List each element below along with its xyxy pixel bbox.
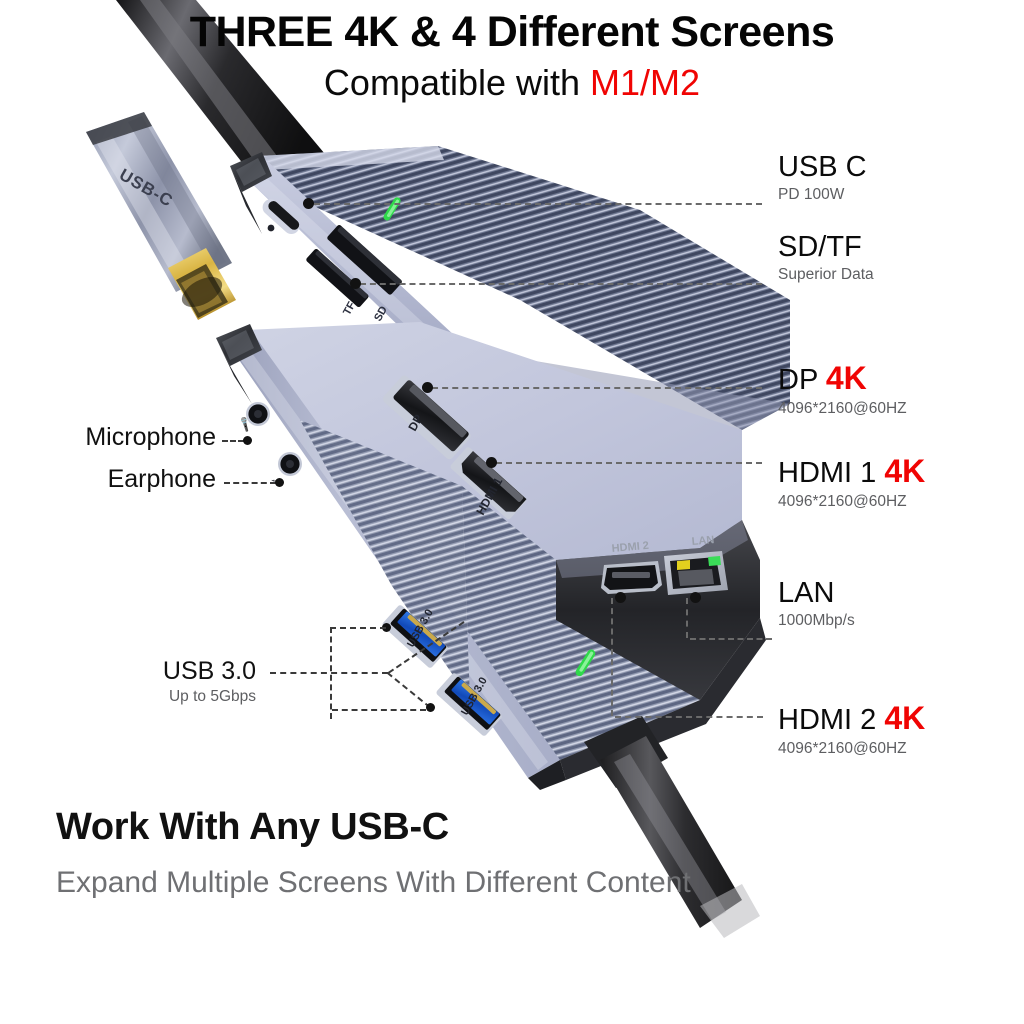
callout-usb-c: USB C PD 100W (778, 152, 867, 205)
hub-lower-body: DP HDMI 1 🎤 ♪ (216, 322, 766, 790)
port-hdmi-1 (450, 447, 527, 520)
callout-sd-tf-title: SD/TF (778, 231, 862, 263)
callout-lan-title: LAN (778, 577, 835, 609)
callout-hdmi-2-name: HDMI 2 (778, 704, 885, 736)
callout-dp-title: DP 4K (778, 360, 907, 396)
callout-microphone-title: Microphone (85, 423, 216, 451)
lan-port-label: LAN (691, 534, 715, 548)
leader-usb30-upper-drop (330, 627, 332, 719)
callout-lan-sub: 1000Mbp/s (778, 612, 855, 630)
port-usb30-a (382, 605, 448, 668)
callout-dp-sub: 4096*2160@60HZ (778, 399, 907, 417)
leader-dot-microphone (243, 436, 252, 445)
port-sd (327, 225, 402, 295)
callout-hdmi-2-sub: 4096*2160@60HZ (778, 739, 907, 757)
leader-usb30-lower-horiz (332, 709, 426, 711)
lan-led-yellow (677, 560, 690, 570)
leader-dot-usb-c (303, 198, 314, 209)
leader-usb-c (314, 203, 762, 205)
callout-dp: DP 4K 4096*2160@60HZ (778, 360, 907, 418)
callout-hdmi-1-sub: 4096*2160@60HZ (778, 492, 907, 510)
leader-usb30-upper-horiz (330, 627, 386, 629)
led-indicator-bottom (575, 649, 596, 677)
subheadline-prefix: Compatible with (323, 62, 591, 103)
leader-sd-tf (360, 283, 762, 285)
port-lan (664, 551, 728, 595)
callout-dp-name: DP (778, 364, 826, 396)
callout-usb30-title: USB 3.0 (162, 657, 256, 685)
subheadline: Compatible with M1/M2 (0, 62, 1024, 104)
leader-hdmi-2-horiz (615, 716, 763, 718)
callout-hdmi-2: HDMI 2 4K 4096*2160@60HZ (778, 700, 926, 758)
callout-earphone-title: Earphone (107, 465, 216, 493)
callout-hdmi-2-title: HDMI 2 4K (778, 700, 926, 736)
leader-usb30-main (270, 672, 388, 674)
leader-lan-vert (686, 598, 688, 638)
footer-headline: Work With Any USB-C (56, 806, 449, 848)
leader-dot-hdmi-1 (486, 457, 497, 468)
leader-dot-lan (690, 592, 701, 603)
tf-slot-label: TF (341, 300, 358, 318)
callout-usb-c-title: USB C (778, 151, 867, 183)
bottom-cable (584, 716, 760, 938)
footer-subline: Expand Multiple Screens With Different C… (56, 866, 691, 899)
callout-sd-tf-sub: Superior Data (778, 266, 874, 284)
leader-dot-usb30-lower (426, 703, 435, 712)
callout-hdmi-2-4k: 4K (884, 700, 926, 736)
headline: THREE 4K & 4 Different Screens (189, 8, 835, 56)
callout-hdmi-1-4k: 4K (884, 453, 926, 489)
callout-hdmi-1: HDMI 1 4K 4096*2160@60HZ (778, 453, 926, 511)
top-cable (116, 0, 330, 196)
callout-sd-tf: SD/TF Superior Data (778, 232, 874, 285)
callout-microphone: Microphone (0, 423, 216, 451)
callout-usb-c-sub: PD 100W (778, 186, 845, 204)
callout-dp-4k: 4K (825, 360, 867, 396)
port-dp (382, 375, 471, 460)
leader-earphone (224, 482, 276, 484)
callout-earphone: Earphone (0, 465, 216, 493)
leader-dot-dp (422, 382, 433, 393)
leader-lan-horiz (690, 638, 772, 640)
leader-dot-hdmi-2 (615, 592, 626, 603)
callout-usb30: USB 3.0 Up to 5Gbps (0, 658, 256, 707)
hdmi2-port-label: HDMI 2 (611, 540, 649, 555)
port-usb30-b (436, 673, 502, 736)
port-microphone (246, 402, 270, 426)
usb-c-plug: USB-C (86, 112, 236, 320)
subheadline-accent: M1/M2 (590, 62, 701, 103)
leader-dot-earphone (275, 478, 284, 487)
callout-hdmi-1-title: HDMI 1 4K (778, 453, 926, 489)
port-earphone (278, 452, 302, 476)
leader-hdmi-2-vert (611, 598, 613, 716)
leader-microphone (222, 440, 244, 442)
pin-hole (267, 224, 275, 232)
leader-hdmi-1 (496, 462, 762, 464)
port-usb-c-in (262, 199, 300, 235)
callout-hdmi-1-name: HDMI 1 (778, 457, 885, 489)
lan-led-green (708, 556, 721, 566)
leader-dp (432, 387, 762, 389)
leader-dot-usb30-upper (382, 623, 391, 632)
leader-dot-sd-tf (350, 278, 361, 289)
callout-lan: LAN 1000Mbp/s (778, 578, 855, 631)
callout-usb30-sub: Up to 5Gbps (168, 688, 256, 706)
port-hdmi-2 (601, 561, 662, 594)
